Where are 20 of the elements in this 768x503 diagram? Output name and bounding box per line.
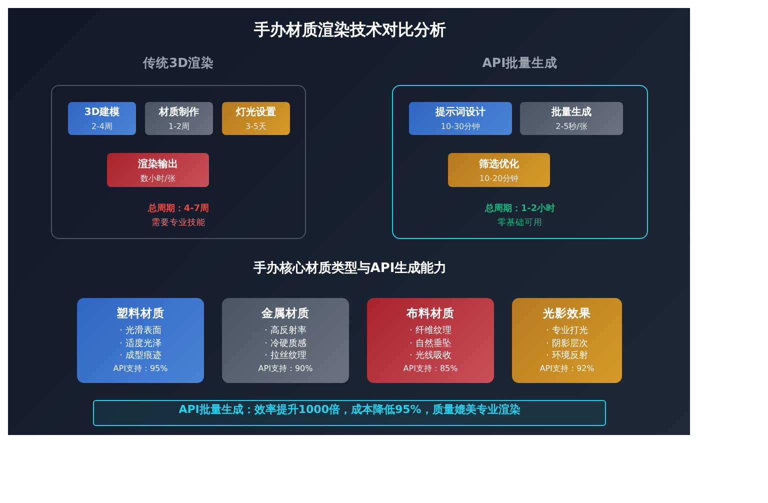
step-box: 材质制作 1-2周	[145, 102, 213, 135]
panel-heading: 传统3D渲染	[142, 55, 216, 72]
step-box: 渲染输出 数小时/张	[107, 153, 209, 187]
panel-heading: API批量生成	[481, 55, 559, 72]
material-card: 金属材质 · 高反射率 · 冷硬质感 · 拉丝纹理 API支持：90%	[222, 298, 349, 383]
summary-note: 零基础可用	[496, 217, 544, 229]
step-box: 提示词设计 10-30分钟	[409, 102, 512, 135]
step-box: 3D建模 2-4周	[68, 102, 136, 135]
summary-text: 总周期：4-7周	[146, 202, 210, 215]
material-card: 光影效果 · 专业打光 · 阴影层次 · 环境反射 API支持：92%	[512, 298, 622, 383]
step-box: 灯光设置 3-5天	[222, 102, 290, 135]
material-card: 塑料材质 · 光滑表面 · 适度光泽 · 成型痕迹 API支持：95%	[77, 298, 204, 383]
section-heading: 手办核心材质类型与API生成能力	[252, 260, 448, 277]
summary-note: 需要专业技能	[150, 217, 206, 229]
summary-text: 总周期：1-2小时	[484, 202, 556, 215]
step-box: 筛选优化 10-20分钟	[448, 153, 550, 187]
step-box: 批量生成 2-5秒/张	[520, 102, 623, 135]
title: 手办材质渲染技术对比分析	[253, 20, 447, 41]
material-card: 布料材质 · 纤维纹理 · 自然垂坠 · 光线吸收 API支持：85%	[367, 298, 494, 383]
summary-banner: API批量生成：效率提升1000倍，成本降低95%，质量媲美专业渲染	[93, 400, 606, 426]
